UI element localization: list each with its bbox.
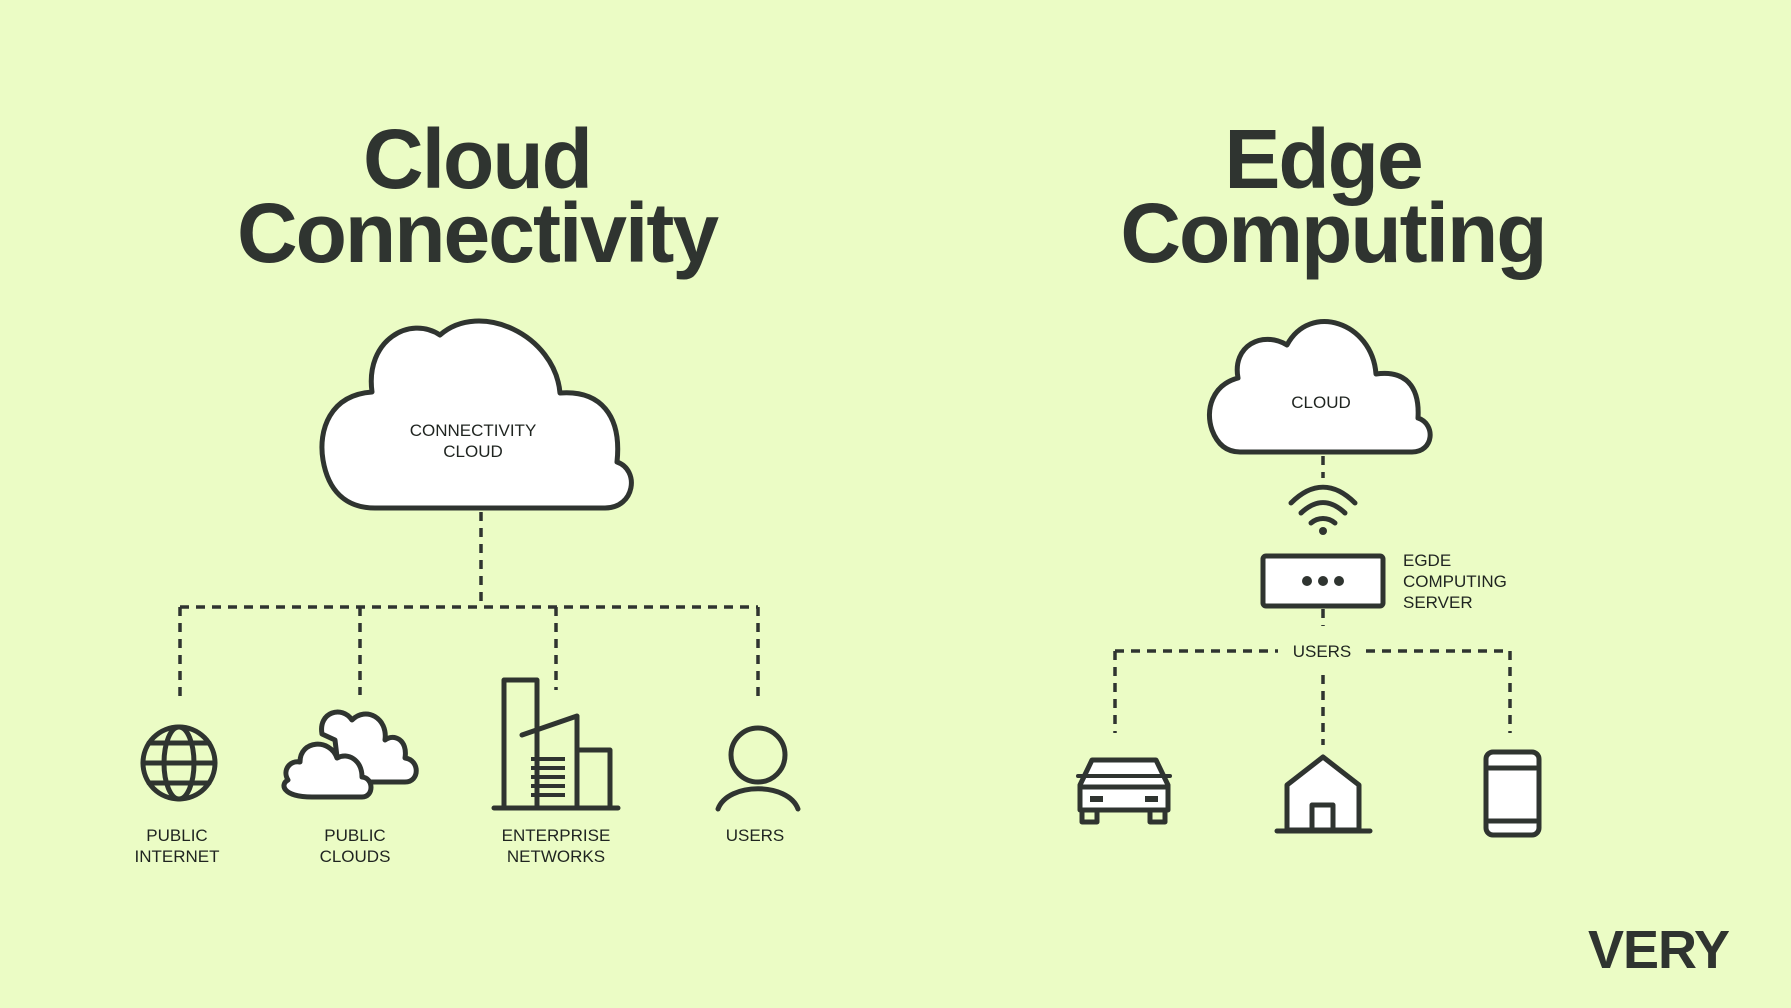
cloud-connectivity-panel: Cloud Connectivity CONNECTIVITY CLOUD PU… bbox=[135, 112, 801, 866]
connectivity-cloud-label-line2: CLOUD bbox=[443, 442, 503, 461]
edge-computing-panel: Edge Computing CLOUD bbox=[1076, 112, 1548, 838]
enterprise-networks-label-line1: ENTERPRISE bbox=[502, 826, 611, 845]
public-clouds-label-line1: PUBLIC bbox=[324, 826, 385, 845]
edge-users-label: USERS bbox=[1293, 642, 1352, 661]
house-icon bbox=[1274, 754, 1373, 834]
edge-server-label-line3: SERVER bbox=[1403, 593, 1473, 612]
logo-text: VERY bbox=[1588, 920, 1730, 980]
connectivity-cloud-label-line1: CONNECTIVITY bbox=[410, 421, 537, 440]
very-logo: VERY bbox=[1588, 920, 1731, 980]
users-node-label: USERS bbox=[726, 826, 785, 845]
user-icon bbox=[715, 725, 801, 812]
connectivity-connector-lines bbox=[178, 512, 760, 702]
wifi-icon bbox=[1288, 484, 1358, 535]
public-internet-label-line2: INTERNET bbox=[135, 847, 220, 866]
edge-connector-lines bbox=[1113, 456, 1512, 745]
left-title-line1: Cloud bbox=[363, 112, 591, 206]
connectivity-cloud-icon: CONNECTIVITY CLOUD bbox=[319, 318, 634, 511]
public-clouds-label-line2: CLOUDS bbox=[320, 847, 391, 866]
globe-icon bbox=[140, 724, 218, 802]
right-title-line2: Computing bbox=[1120, 186, 1545, 280]
left-title-line2: Connectivity bbox=[237, 186, 719, 280]
edge-cloud-label: CLOUD bbox=[1291, 393, 1351, 412]
enterprise-networks-label-line2: NETWORKS bbox=[507, 847, 605, 866]
edge-server-label-line1: EGDE bbox=[1403, 551, 1451, 570]
clouds-icon bbox=[281, 709, 419, 800]
phone-icon bbox=[1483, 749, 1542, 838]
edge-server-label-line2: COMPUTING bbox=[1403, 572, 1507, 591]
building-icon bbox=[491, 677, 621, 811]
car-icon bbox=[1076, 757, 1172, 825]
edge-cloud-icon: CLOUD bbox=[1206, 319, 1433, 455]
edge-server-icon bbox=[1260, 553, 1386, 609]
right-title-line1: Edge bbox=[1224, 112, 1421, 206]
public-internet-label-line1: PUBLIC bbox=[146, 826, 207, 845]
